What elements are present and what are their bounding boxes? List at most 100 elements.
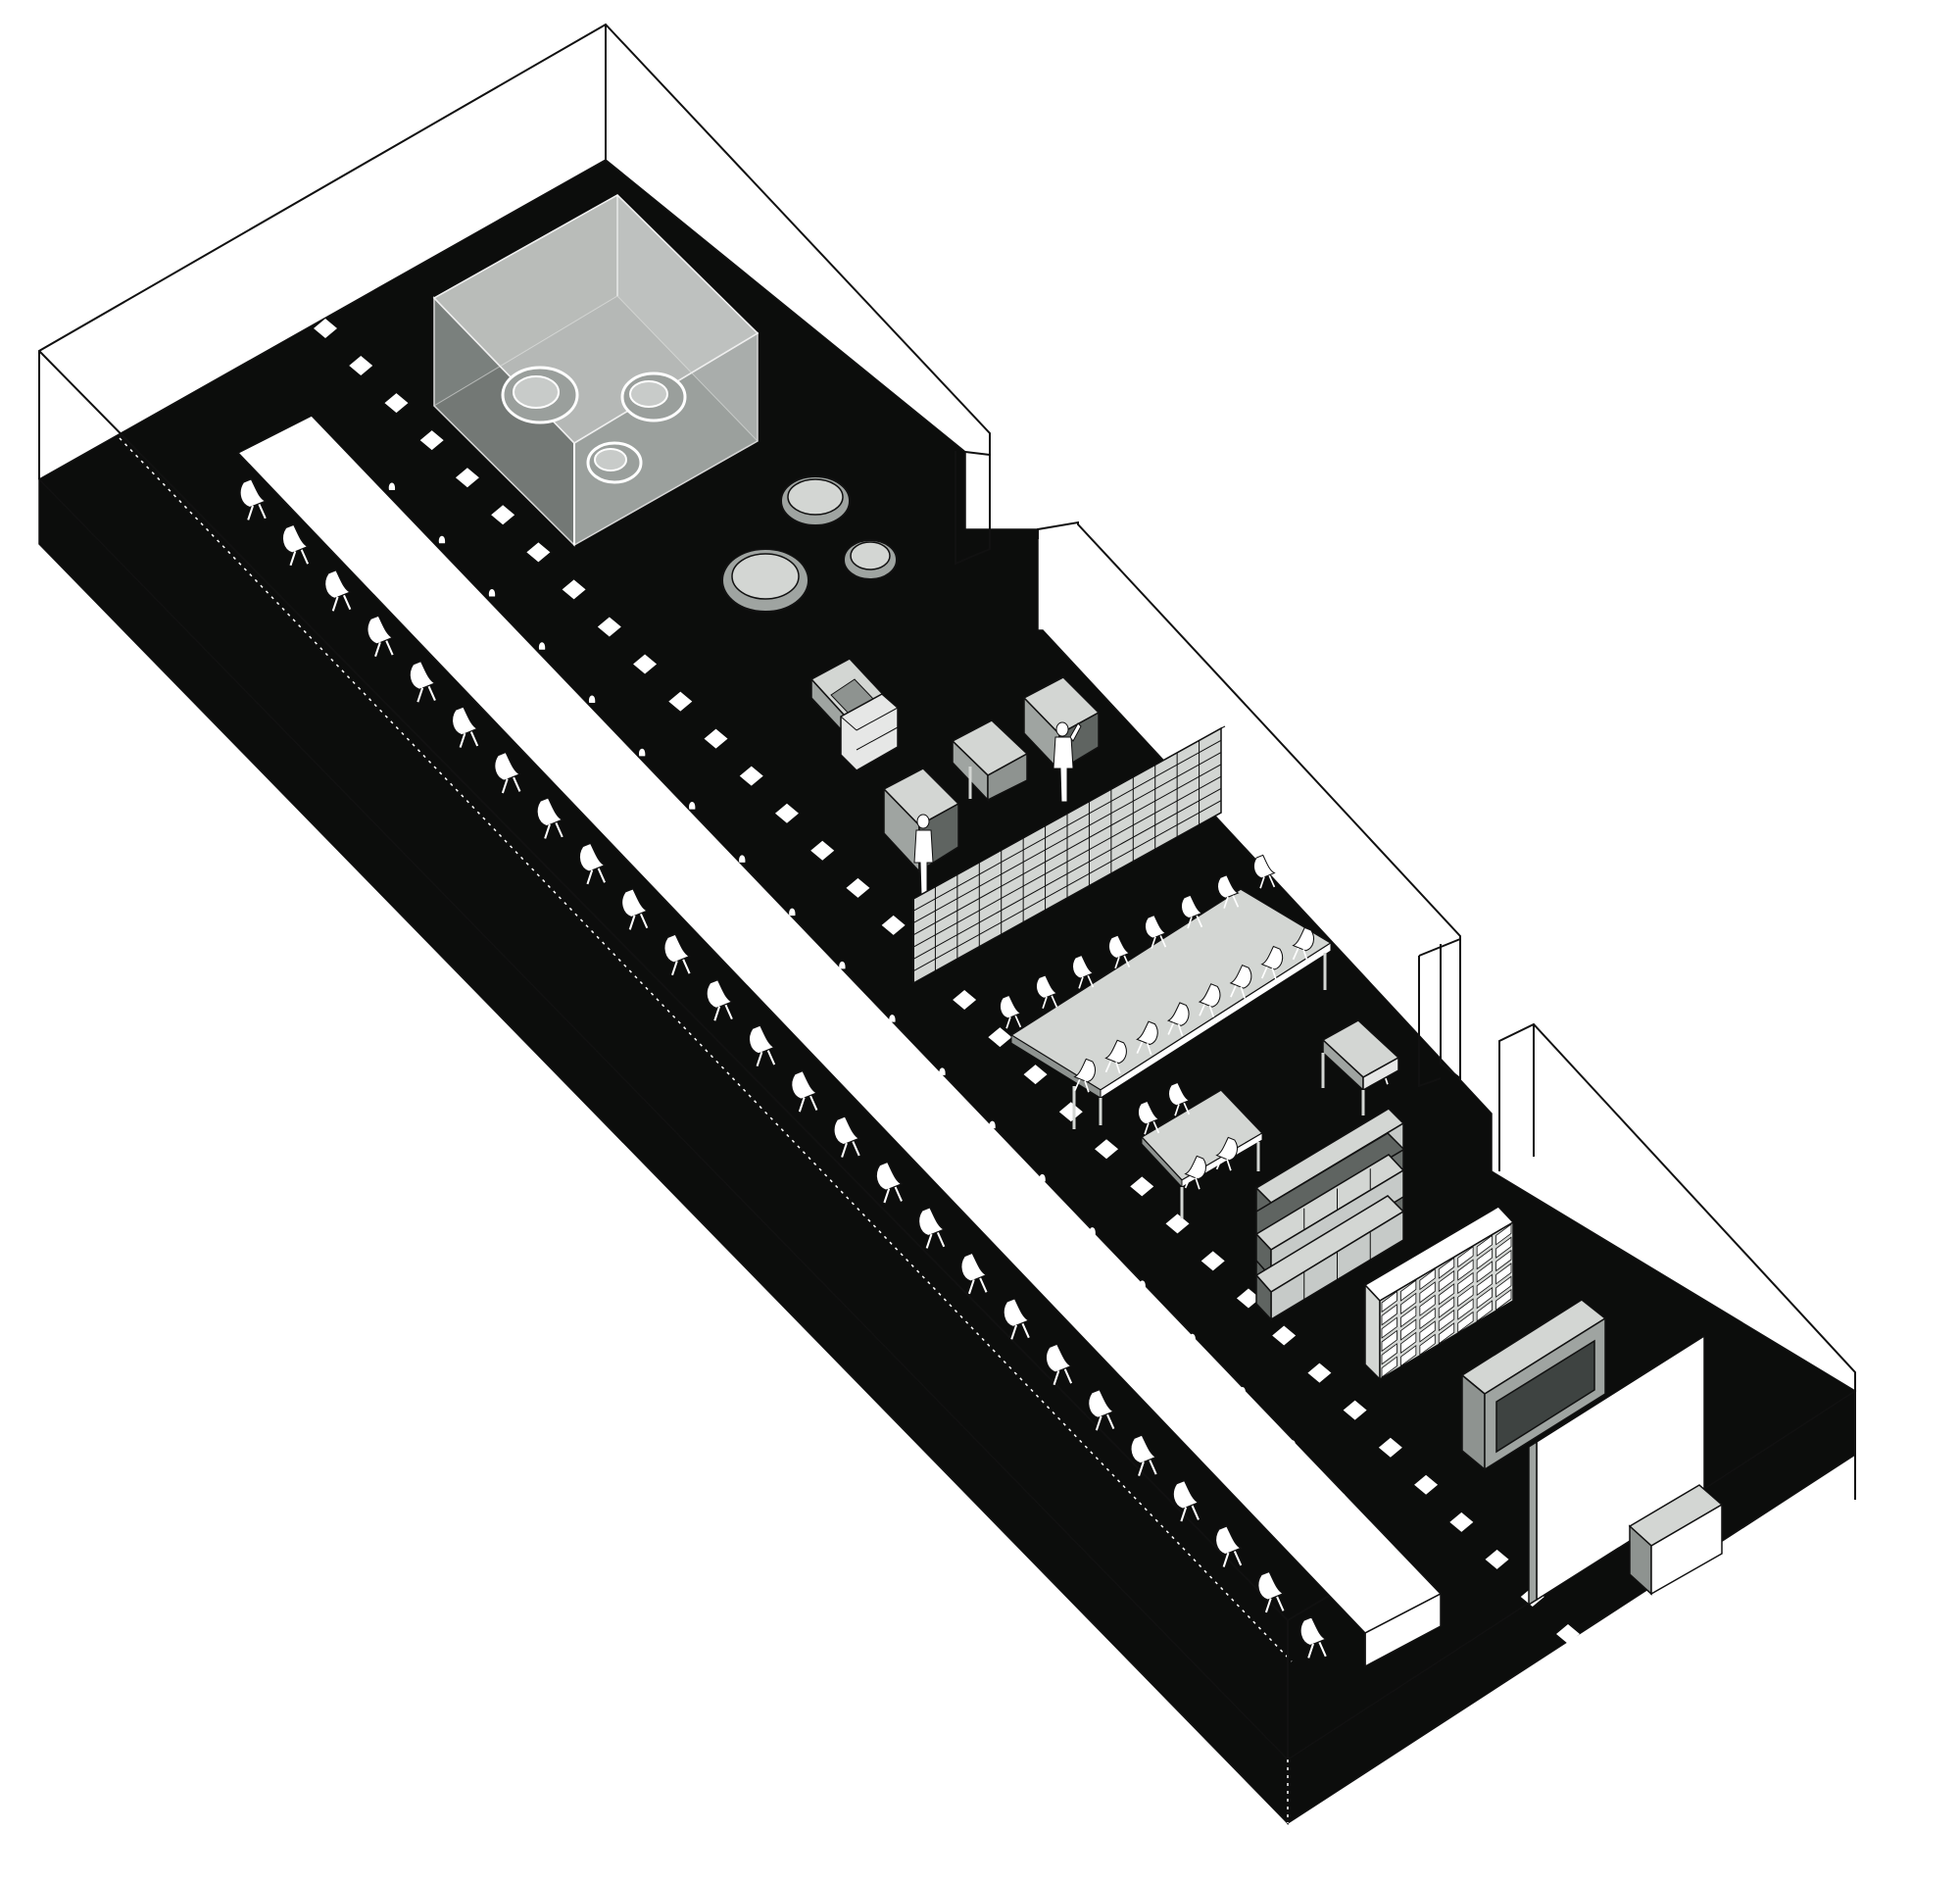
column-marker bbox=[988, 1027, 1012, 1048]
chair-icon bbox=[663, 933, 692, 976]
archive-cell bbox=[1476, 1300, 1493, 1322]
glass-meeting-room bbox=[432, 194, 760, 547]
column-marker bbox=[846, 877, 870, 898]
archive-cell bbox=[1495, 1263, 1512, 1285]
chair-icon bbox=[536, 797, 564, 839]
archive-cell bbox=[1400, 1279, 1417, 1302]
glass-room-seats bbox=[501, 366, 687, 484]
storage-cabinets bbox=[1254, 1108, 1405, 1321]
archive-cell bbox=[1476, 1247, 1493, 1270]
shelf-grid-lines bbox=[912, 739, 1222, 972]
column-marker bbox=[1378, 1437, 1402, 1458]
aisle-marker bbox=[388, 482, 396, 490]
archive-cell bbox=[1476, 1234, 1493, 1257]
archive-cell bbox=[1381, 1329, 1397, 1353]
archive-cell bbox=[1419, 1320, 1436, 1343]
chair-icon bbox=[1137, 1100, 1160, 1135]
column-marker bbox=[633, 654, 658, 674]
aisle-markers bbox=[388, 482, 1347, 1501]
archive-cell bbox=[1457, 1271, 1474, 1295]
column-marker bbox=[597, 617, 621, 637]
column-marker bbox=[1556, 1624, 1580, 1644]
chair-icon bbox=[960, 1252, 989, 1295]
column-marker bbox=[739, 766, 763, 786]
column-marker bbox=[1165, 1214, 1190, 1234]
chair-icon bbox=[1229, 965, 1252, 999]
photocopier bbox=[809, 658, 899, 771]
column-marker bbox=[1095, 1139, 1119, 1160]
archive-cell bbox=[1419, 1281, 1436, 1304]
chair-icon bbox=[917, 1207, 946, 1249]
archive-cell bbox=[1438, 1283, 1455, 1306]
chair-icon bbox=[1003, 1297, 1031, 1340]
person-figure-right bbox=[1053, 721, 1082, 803]
column-marker bbox=[1414, 1474, 1439, 1495]
archive-cell bbox=[1381, 1356, 1397, 1378]
column-marker bbox=[1307, 1363, 1332, 1383]
chair-icon bbox=[1216, 874, 1240, 909]
column-marker bbox=[1343, 1400, 1367, 1420]
chair-icon bbox=[1166, 1002, 1190, 1037]
chair-icon bbox=[1144, 915, 1167, 949]
aisle-marker bbox=[789, 908, 796, 917]
aisle-marker bbox=[638, 748, 646, 757]
aisle-marker bbox=[1039, 1173, 1046, 1182]
chair-icon bbox=[239, 477, 268, 520]
archive-cell bbox=[1476, 1273, 1493, 1296]
aisle-marker bbox=[1089, 1227, 1096, 1235]
column-markers bbox=[314, 319, 1580, 1644]
archive-cell bbox=[1476, 1286, 1493, 1310]
aisle-marker bbox=[1139, 1280, 1146, 1288]
archive-cell bbox=[1419, 1333, 1436, 1356]
aisle-marker bbox=[488, 589, 496, 597]
chair-icon bbox=[1088, 1388, 1115, 1431]
archive-cell bbox=[1476, 1261, 1493, 1283]
aisle-marker bbox=[1289, 1440, 1297, 1448]
chair-icon bbox=[324, 569, 352, 612]
chair-icon bbox=[1292, 926, 1315, 962]
archive-cell bbox=[1495, 1249, 1512, 1272]
window-bench bbox=[236, 415, 1443, 1668]
chair-icon bbox=[1073, 1058, 1097, 1093]
aisle-marker bbox=[538, 642, 546, 650]
chair-icon bbox=[1257, 1570, 1286, 1613]
archive-cell bbox=[1438, 1296, 1455, 1318]
display-frame bbox=[1460, 1299, 1607, 1471]
chair-icon bbox=[833, 1115, 861, 1158]
column-marker bbox=[1058, 1102, 1083, 1122]
aisle-marker bbox=[1339, 1493, 1347, 1501]
aisle-marker bbox=[1189, 1333, 1196, 1342]
archive-cell bbox=[1495, 1236, 1512, 1259]
aisle-marker bbox=[739, 855, 746, 863]
aisle-marker bbox=[1239, 1386, 1246, 1395]
archive-cell bbox=[1457, 1259, 1474, 1281]
chair-icon bbox=[409, 660, 437, 703]
archive-cell bbox=[1419, 1307, 1436, 1330]
column-marker bbox=[704, 728, 728, 749]
aisle-marker bbox=[939, 1067, 946, 1075]
chair-icon bbox=[620, 887, 649, 930]
column-marker bbox=[1130, 1176, 1154, 1197]
column-marker bbox=[526, 542, 551, 563]
chair-icon bbox=[1104, 1039, 1127, 1074]
archive-cell bbox=[1495, 1223, 1512, 1246]
chair-icon bbox=[281, 523, 310, 567]
archive-cell bbox=[1419, 1294, 1436, 1316]
chair-icon bbox=[578, 842, 607, 885]
chair-icon bbox=[791, 1069, 818, 1113]
meeting-table bbox=[1009, 888, 1333, 1129]
meeting-chairs bbox=[999, 854, 1315, 1093]
column-marker bbox=[953, 990, 977, 1011]
archive-cell bbox=[1495, 1275, 1512, 1298]
chair-icon bbox=[1167, 1081, 1191, 1116]
archive-cell bbox=[1438, 1257, 1455, 1279]
column-marker bbox=[1485, 1549, 1509, 1569]
archive-cell bbox=[1495, 1288, 1512, 1312]
archive-cell bbox=[1400, 1318, 1417, 1341]
chair-icon bbox=[1198, 983, 1221, 1017]
archive-cell bbox=[1457, 1246, 1474, 1268]
chair-icon bbox=[706, 978, 734, 1021]
archive-cell bbox=[1438, 1309, 1455, 1332]
column-marker bbox=[562, 579, 586, 600]
